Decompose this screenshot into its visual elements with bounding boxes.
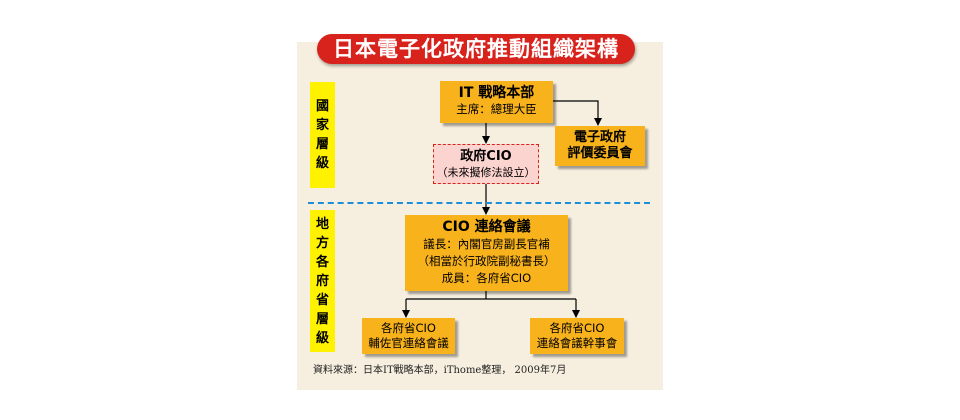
node-title: 電子政府 — [573, 130, 626, 145]
level-char: 家 — [315, 118, 329, 133]
level-char: 國 — [315, 99, 329, 114]
level-band-national: 國 家 層 級 — [310, 82, 335, 188]
node-line: （未來擬修法設立） — [436, 166, 536, 179]
node-line: （相當於行政院副秘書長） — [417, 254, 556, 268]
node-cio-council: CIO 連絡會議 議長：內閣官房副長官補 （相當於行政院副秘書長） 成員：各府省… — [405, 215, 568, 291]
node-ministry-cio-executive-council: 各府省CIO 連絡會議幹事會 — [530, 318, 624, 354]
arrow-hq-to-eval — [553, 100, 602, 126]
level-char: 地 — [315, 216, 329, 232]
node-line: 主席：總理大臣 — [456, 102, 537, 116]
level-char: 層 — [315, 137, 329, 152]
node-title: IT 戰略本部 — [458, 85, 535, 101]
node-evaluation-committee: 電子政府 評價委員會 — [555, 126, 645, 166]
level-char: 級 — [315, 330, 329, 346]
node-line: 議長：內閣官房副長官補 — [423, 237, 550, 251]
node-line: 成員：各府省CIO — [441, 271, 532, 285]
node-ministry-cio-assistant-council: 各府省CIO 輔佐官連絡會議 — [362, 318, 455, 354]
node-government-cio: 政府CIO （未來擬修法設立） — [433, 144, 539, 184]
node-line: 輔佐官連絡會議 — [368, 336, 449, 350]
node-line: 評價委員會 — [567, 146, 633, 161]
level-divider — [308, 202, 650, 204]
node-line: 各府省CIO — [549, 321, 605, 335]
level-char: 各 — [315, 254, 329, 270]
level-char: 府 — [315, 273, 329, 289]
level-char: 級 — [315, 156, 329, 171]
level-char: 層 — [315, 311, 329, 327]
node-title: 政府CIO — [460, 149, 512, 164]
level-char: 方 — [315, 235, 329, 251]
diagram-title: 日本電子化政府推動組織架構 — [317, 34, 635, 64]
node-title: CIO 連絡會議 — [442, 219, 531, 235]
node-line: 連絡會議幹事會 — [536, 336, 618, 350]
level-char: 省 — [315, 292, 329, 308]
level-band-local: 地 方 各 府 省 層 級 — [310, 210, 335, 352]
node-it-strategy-hq: IT 戰略本部 主席：總理大臣 — [440, 81, 553, 123]
node-line: 各府省CIO — [381, 321, 436, 335]
source-note: 資料來源：日本IT戰略本部，iThome整理， 2009年7月 — [313, 365, 567, 376]
